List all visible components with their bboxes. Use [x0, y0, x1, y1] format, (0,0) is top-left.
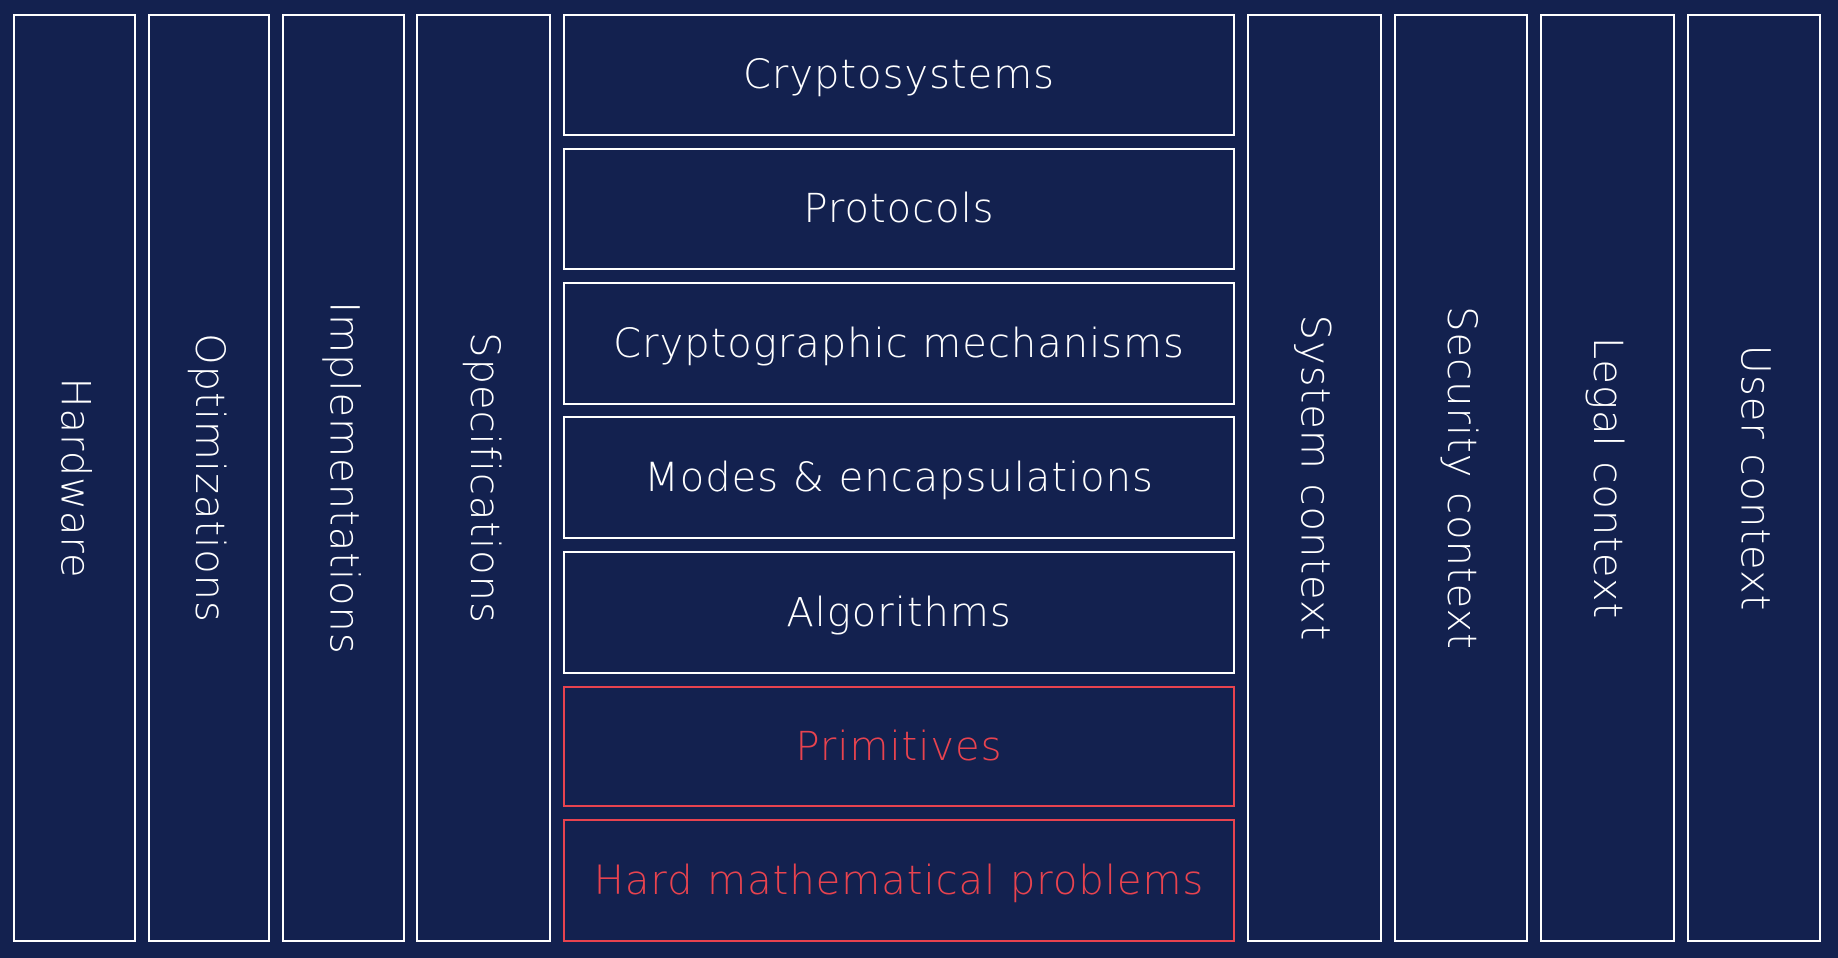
layer-label: Algorithms [786, 589, 1012, 636]
layer-label: Cryptosystems [742, 52, 1056, 98]
layer-label: Primitives [795, 723, 1003, 770]
layer-label: Modes & encapsulations [644, 454, 1154, 501]
column-label: Legal context [1584, 336, 1631, 620]
layer-primitives: Primitives [563, 686, 1235, 807]
layer-cryptographic-mechanisms: Cryptographic mechanisms [563, 282, 1235, 405]
column-label: Optimizations [186, 333, 232, 623]
column-optimizations: Optimizations [148, 14, 270, 942]
column-system-context: System context [1247, 14, 1382, 942]
column-legal-context: Legal context [1540, 14, 1675, 942]
column-specifications: Specifications [416, 14, 551, 942]
column-label: Implementations [320, 301, 367, 655]
layer-label: Cryptographic mechanisms [613, 320, 1185, 367]
layer-label: Hard mathematical problems [593, 857, 1205, 904]
column-label: Hardware [51, 377, 98, 579]
column-implementations: Implementations [282, 14, 405, 942]
column-label: User context [1731, 344, 1777, 612]
layer-cryptosystems: Cryptosystems [563, 14, 1235, 136]
layer-algorithms: Algorithms [563, 551, 1235, 674]
layer-label: Protocols [803, 186, 995, 232]
column-security-context: Security context [1394, 14, 1528, 942]
column-label: Specifications [460, 332, 507, 624]
column-hardware: Hardware [13, 14, 136, 942]
column-label: Security context [1438, 306, 1485, 650]
column-label: System context [1291, 314, 1338, 642]
layer-protocols: Protocols [563, 148, 1235, 270]
layer-hard-mathematical-problems: Hard mathematical problems [563, 819, 1235, 942]
column-user-context: User context [1687, 14, 1821, 942]
layer-modes-encapsulations: Modes & encapsulations [563, 416, 1235, 539]
